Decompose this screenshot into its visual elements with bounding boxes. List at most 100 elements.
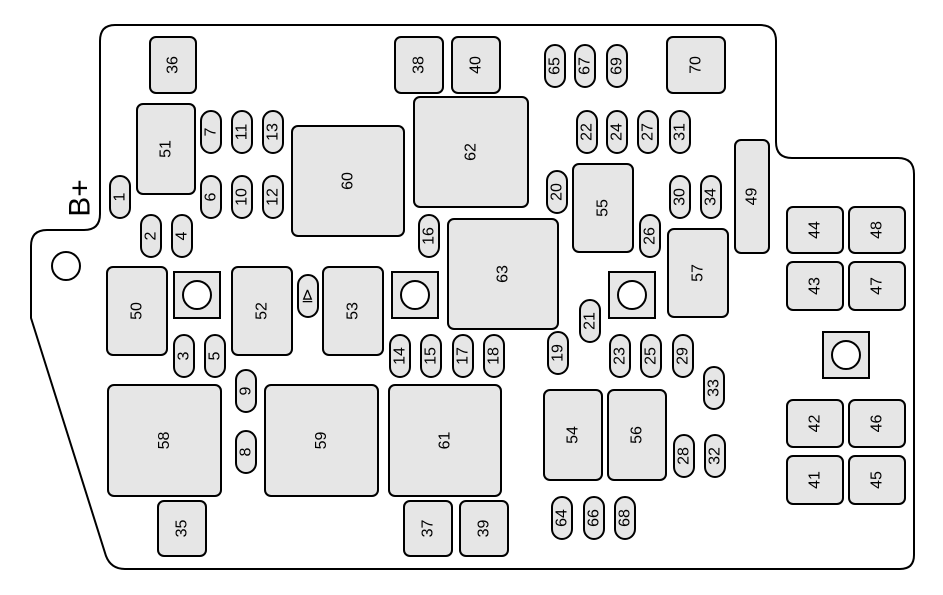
relay-box: [667, 228, 729, 318]
relay-70: 70: [666, 36, 726, 94]
fuse-label: 34: [703, 188, 720, 206]
fuse-label: 23: [612, 347, 629, 365]
bolt-layer: [173, 271, 870, 379]
fuse-housing: [173, 334, 195, 378]
fuse-housing: [583, 496, 605, 540]
fuse-label: 28: [676, 447, 693, 465]
fuse-13: 13: [262, 110, 284, 154]
fuse-label: 33: [706, 379, 723, 397]
fuse-33: 33: [703, 366, 725, 410]
fuse-64: 64: [551, 496, 573, 540]
fuse-label: 9: [238, 386, 255, 395]
fuse-housing: [606, 110, 628, 154]
fuse-12: 12: [262, 175, 284, 219]
fuse-15: 15: [420, 334, 442, 378]
relay-44: 44: [786, 206, 844, 254]
fuse-26: 26: [639, 214, 661, 258]
relay-40: 40: [451, 36, 501, 94]
relay-box: [136, 103, 196, 195]
relay-box: [786, 206, 844, 254]
fuse-19: 19: [547, 331, 569, 375]
fuse-label: 31: [672, 123, 689, 141]
fuse-9: 9: [235, 369, 257, 413]
fuse-28: 28: [673, 434, 695, 478]
relay-label: 36: [165, 56, 182, 74]
fuse-housing: [669, 110, 691, 154]
fuse-housing: [109, 175, 131, 219]
fuse-25: 25: [640, 334, 662, 378]
fuse-housing: [140, 214, 162, 258]
relay-50: 50: [106, 266, 168, 356]
relay-box: [786, 261, 844, 311]
fuse-label: 14: [392, 347, 409, 365]
stud-bolt-icon: [617, 280, 647, 310]
relay-label: 35: [174, 520, 191, 538]
fuse-label: 15: [423, 347, 440, 365]
fuse-label: 16: [421, 227, 438, 245]
relay-box: [157, 500, 207, 557]
relay-label: 48: [869, 221, 886, 239]
fuse-label: 4: [174, 231, 191, 240]
fuse-69: 69: [606, 44, 628, 88]
fuse-housing: [204, 334, 226, 378]
relay-label: 46: [869, 415, 886, 433]
fuse-label: 26: [642, 227, 659, 245]
fuse-label: 29: [675, 347, 692, 365]
relay-label: 70: [688, 56, 705, 74]
relay-box: [106, 266, 168, 356]
relay-label: 58: [156, 432, 173, 450]
b-plus-terminal-label: B+: [64, 179, 97, 217]
fuse-label: 32: [707, 447, 724, 465]
fuse-housing: [231, 175, 253, 219]
stud-terminal: [173, 271, 221, 319]
relay-57: 57: [667, 228, 729, 318]
fuse-1: 1: [109, 175, 131, 219]
fuse-label: 22: [579, 123, 596, 141]
relay-49: 49: [734, 139, 770, 254]
fuse-32: 32: [704, 434, 726, 478]
fuse-housing: [389, 334, 411, 378]
relay-37: 37: [403, 500, 453, 557]
relay-box: [786, 399, 844, 448]
diode: ⧐: [297, 274, 319, 318]
relay-55: 55: [572, 163, 634, 253]
relay-label: 39: [476, 520, 493, 538]
fuse-housing: [703, 366, 725, 410]
fuse-8: 8: [235, 430, 257, 474]
fuse-housing: [700, 175, 722, 219]
fuse-housing: [579, 299, 601, 343]
fuse-housing: [669, 175, 691, 219]
relay-label: 63: [495, 265, 512, 283]
diode-icon: ⧐: [300, 288, 317, 304]
fuse-label: 12: [265, 188, 282, 206]
stud-terminal: [608, 271, 656, 319]
fuse-5: 5: [204, 334, 226, 378]
fuse-housing: [673, 434, 695, 478]
relay-box: [231, 266, 293, 356]
fuse-housing: [200, 175, 222, 219]
relay-box: [848, 399, 906, 448]
fuse-label: 67: [577, 57, 594, 75]
fuse-housing: [614, 496, 636, 540]
fuse-34: 34: [700, 175, 722, 219]
fuse-label: 30: [672, 188, 689, 206]
relay-box: [607, 389, 667, 481]
relay-box: [848, 206, 906, 254]
relay-box: [666, 36, 726, 94]
fuse-housing: [231, 110, 253, 154]
relay-38: 38: [394, 36, 444, 94]
relay-label: 57: [690, 264, 707, 282]
relay-label: 45: [869, 471, 886, 489]
relay-box: [388, 384, 502, 497]
fuse-label: 65: [547, 57, 564, 75]
relay-62: 62: [413, 96, 529, 208]
fuse-housing: [544, 44, 566, 88]
fuse-label: 6: [203, 192, 220, 201]
fuse-housing: [547, 331, 569, 375]
fuse-label: 18: [486, 347, 503, 365]
fuse-housing: [171, 214, 193, 258]
fuse-label: 20: [549, 183, 566, 201]
fuse-housing: [637, 110, 659, 154]
relay-63: 63: [447, 218, 559, 330]
